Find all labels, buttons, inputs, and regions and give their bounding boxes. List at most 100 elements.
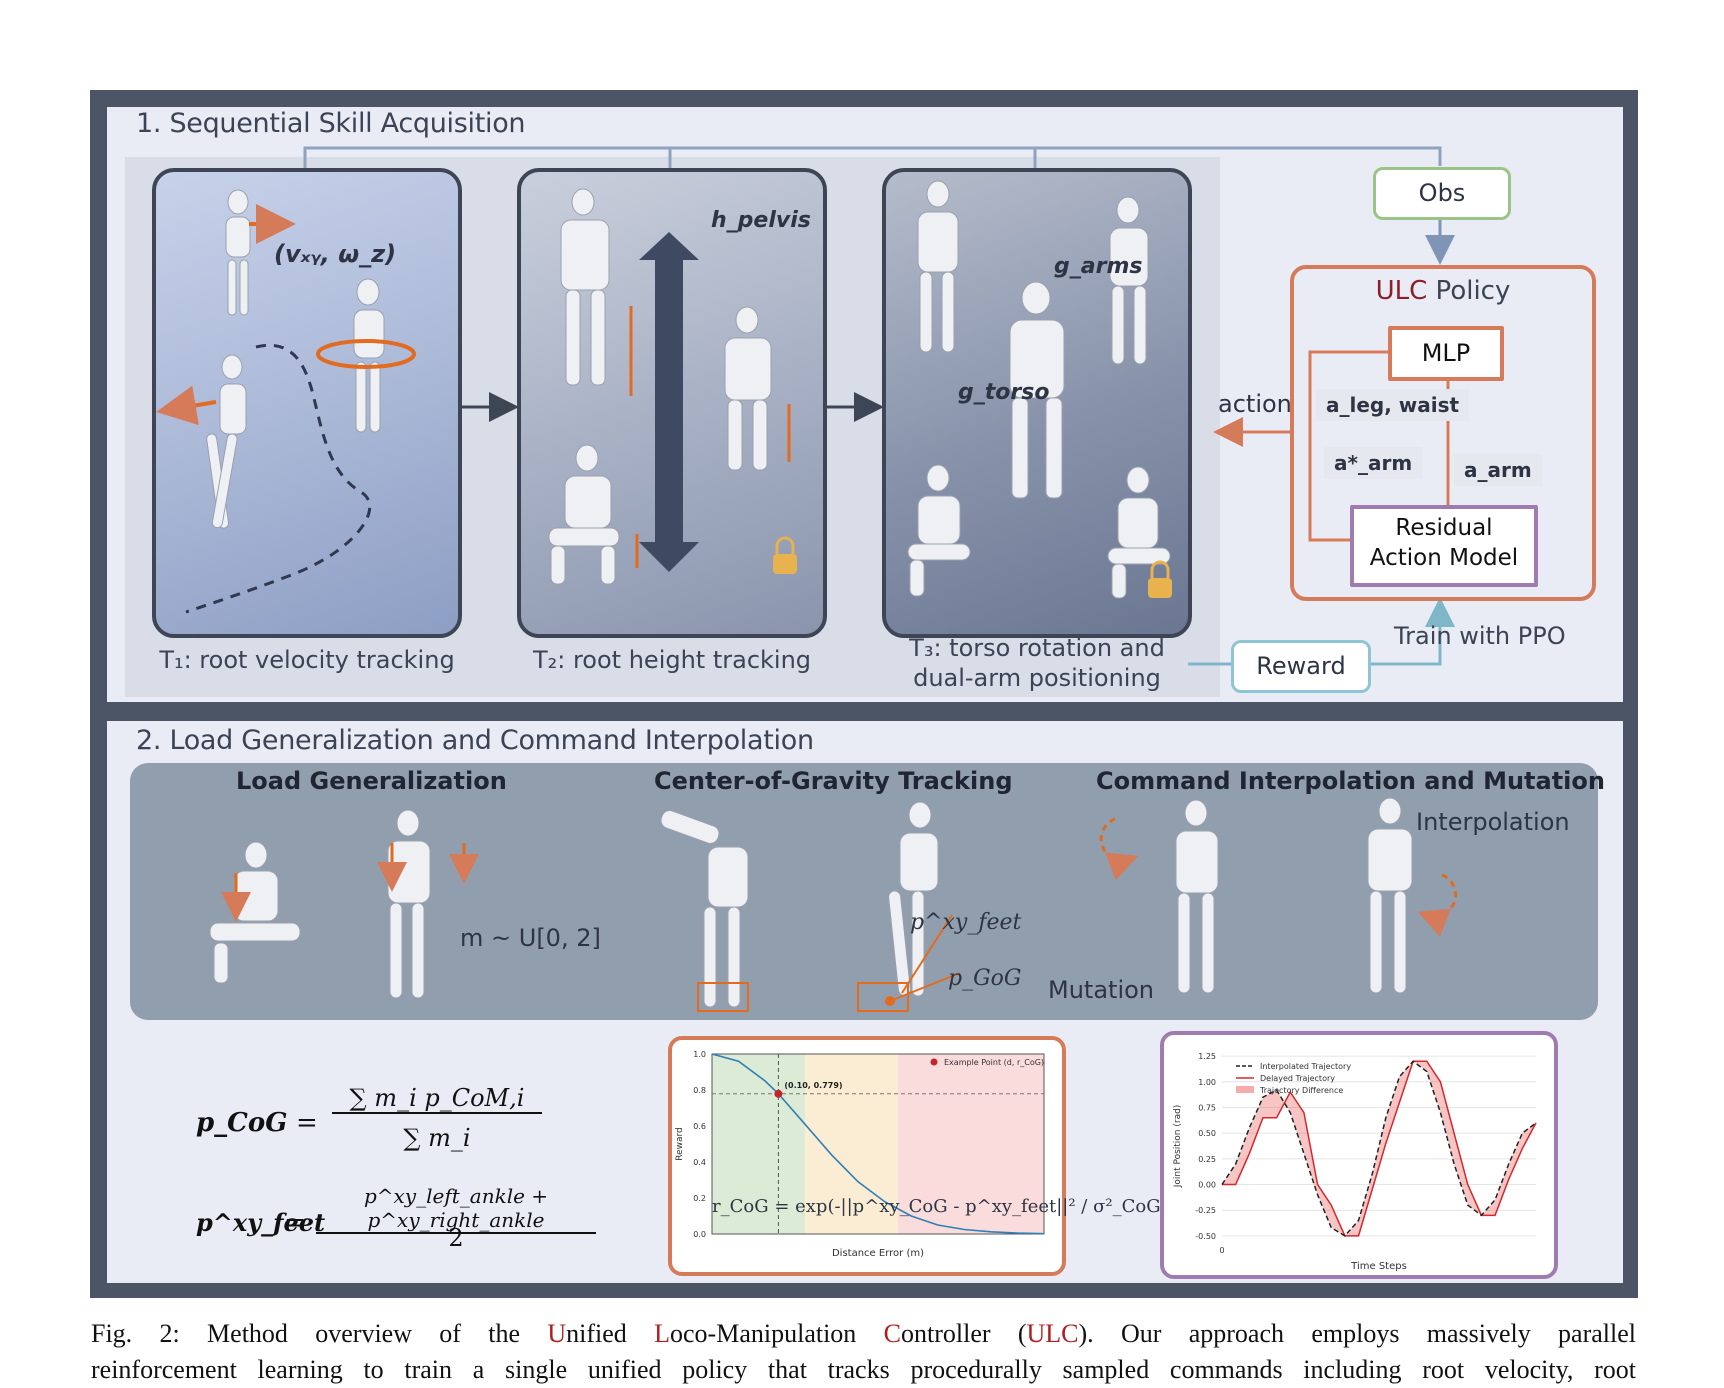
p-gog-label: p_GoG	[948, 966, 1022, 991]
eq1-denominator: ∑ m_i	[403, 1124, 471, 1152]
eq1-numerator: ∑ m_i p_CoM,i	[332, 1084, 542, 1114]
trajectory-difference-area	[1344, 1220, 1359, 1236]
caption-part-2: nified	[566, 1319, 655, 1348]
eq1-equals: =	[296, 1108, 318, 1138]
trajectory-difference-area	[1331, 1205, 1345, 1236]
residual-action-model-box: Residual Action Model	[1350, 505, 1538, 587]
example-point-label: (0.10, 0.779)	[784, 1081, 842, 1090]
y-tick-label: 1.0	[693, 1050, 706, 1059]
cog-tracking-title: Center-of-Gravity Tracking	[654, 767, 1013, 795]
legend-label: Example Point (d, r_CoG)	[944, 1058, 1044, 1067]
trajectory-difference-area	[1290, 1092, 1304, 1154]
a-arm-label: a_arm	[1464, 458, 1532, 482]
legend-delayed-label: Delayed Trajectory	[1260, 1074, 1335, 1083]
residual-line1: Residual	[1395, 515, 1493, 541]
load-generalization-title: Load Generalization	[236, 767, 507, 795]
reward-box: Reward	[1231, 640, 1371, 693]
eq1-lhs: p_CoG	[196, 1108, 288, 1138]
legend-marker	[930, 1058, 938, 1066]
legend-difference-label: Trajectory Difference	[1259, 1086, 1343, 1095]
eq2-denominator: 2	[448, 1224, 464, 1252]
y-tick-label: 0.2	[693, 1194, 706, 1203]
y-tick-label: 0.0	[693, 1230, 706, 1239]
y-axis-label: Joint Position (rad)	[1173, 1105, 1183, 1189]
y-tick-label: 1.25	[1198, 1052, 1216, 1061]
y-tick-label: 0.4	[693, 1158, 706, 1167]
example-point	[774, 1089, 783, 1098]
task2-caption: T₂: root height tracking	[532, 646, 812, 674]
trajectory-difference-area	[1467, 1184, 1482, 1216]
caption-part-1: U	[547, 1319, 567, 1348]
caption-part-3: L	[654, 1319, 671, 1348]
ulc-policy-title: ULC Policy	[1290, 276, 1596, 306]
y-tick-label: 0.6	[693, 1122, 706, 1131]
reward-formula: r_CoG = exp(-||p^xy_CoG - p^xy_feet||² /…	[712, 1196, 1168, 1217]
task2-illustration	[548, 188, 797, 585]
y-axis-label: Reward	[675, 1127, 685, 1161]
caption-part-8: ). Our approach employs massively parall…	[1078, 1319, 1637, 1348]
trajectory-difference-area	[1317, 1184, 1332, 1228]
eq2-numerator: p^xy_left_ankle + p^xy_right_ankle	[316, 1184, 596, 1234]
interpolated-trajectory-line	[1221, 1060, 1537, 1237]
reward-curve	[711, 1053, 1045, 1235]
plot-frame	[711, 1053, 1045, 1235]
y-tick-label: -0.25	[1195, 1206, 1216, 1215]
task1-caption: T₁: root velocity tracking	[159, 646, 455, 674]
caption-part-4: oco-Manipulation	[670, 1319, 884, 1348]
trajectory-difference-area	[1508, 1133, 1523, 1180]
y-tick-label: 0.00	[1198, 1181, 1216, 1190]
trajectory-difference-area	[1249, 1097, 1263, 1154]
x-axis-label: Time Steps	[1350, 1261, 1407, 1271]
caption-part-7: ULC	[1026, 1319, 1079, 1348]
mass-distribution-label: m ~ U[0, 2]	[460, 924, 601, 952]
train-ppo-label: Train with PPO	[1394, 622, 1566, 650]
trajectory-difference-area	[1358, 1174, 1373, 1236]
trajectory-difference-area	[1372, 1117, 1386, 1190]
ulc-policy-suffix: Policy	[1427, 276, 1511, 306]
y-tick-label: 0.8	[693, 1086, 706, 1095]
trajectory-difference-area	[1440, 1081, 1455, 1164]
arms-goal-label: g_arms	[1054, 254, 1143, 279]
task1-illustration	[156, 189, 416, 614]
a-arm-tag: a_arm	[1454, 454, 1542, 486]
section1-title: 1. Sequential Skill Acquisition	[136, 108, 526, 139]
pelvis-height-label: h_pelvis	[711, 208, 811, 233]
legend-interpolated-label: Interpolated Trajectory	[1260, 1062, 1351, 1071]
trajectory-difference-area	[1413, 1061, 1427, 1072]
caption-part-5: C	[883, 1319, 901, 1348]
caption-part-0: Fig. 2: Method overview of the	[91, 1319, 548, 1348]
y-tick-label: 0.25	[1198, 1155, 1216, 1164]
feet-equation: p^xy_feet = p^xy_left_ankle + p^xy_right…	[196, 1184, 596, 1270]
interp-mutation-title: Command Interpolation and Mutation	[1096, 767, 1605, 795]
delayed-trajectory-line	[1222, 1060, 1537, 1237]
trajectory-chart-box	[1160, 1031, 1558, 1279]
task3-illustration	[907, 180, 1172, 599]
section2-strip	[130, 763, 1598, 1020]
ulc-policy-box	[1290, 265, 1596, 601]
residual-line2: Action Model	[1369, 545, 1519, 571]
section2-title: 2. Load Generalization and Command Inter…	[136, 725, 814, 756]
a-arm-star-label: a*_arm	[1334, 451, 1413, 475]
section2-illustrations	[209, 797, 1458, 1012]
action-label: action	[1218, 390, 1292, 418]
caption-part-6: ontroller (	[900, 1319, 1027, 1348]
mlp-box: MLP	[1388, 326, 1504, 381]
band-red	[897, 1054, 1044, 1234]
y-tick-label: 1.00	[1198, 1078, 1216, 1087]
velocity-command-label: (vₓᵧ, ω_z)	[274, 240, 397, 268]
y-tick-label: -0.50	[1195, 1232, 1216, 1241]
a-leg-waist-tag: a_leg, waist	[1316, 389, 1470, 421]
band-yellow	[804, 1054, 898, 1234]
a-arm-star-tag: a*_arm	[1324, 447, 1423, 479]
trajectory-difference-area	[1235, 1128, 1250, 1185]
task3-caption-line2: dual-arm positioning	[913, 664, 1161, 692]
caption-line2: reinforcement learning to train a single…	[91, 1355, 1636, 1384]
mutation-label: Mutation	[1048, 976, 1155, 1004]
a-leg-waist-label: a_leg, waist	[1326, 393, 1460, 417]
eq2-equals: =	[284, 1208, 306, 1238]
task1-panel: (vₓᵧ, ω_z)	[152, 168, 462, 638]
caption-line1: Fig. 2: Method overview of the Unified L…	[91, 1316, 1636, 1352]
trajectory-difference-area	[1262, 1090, 1277, 1118]
task2-panel: h_pelvis	[517, 168, 827, 638]
